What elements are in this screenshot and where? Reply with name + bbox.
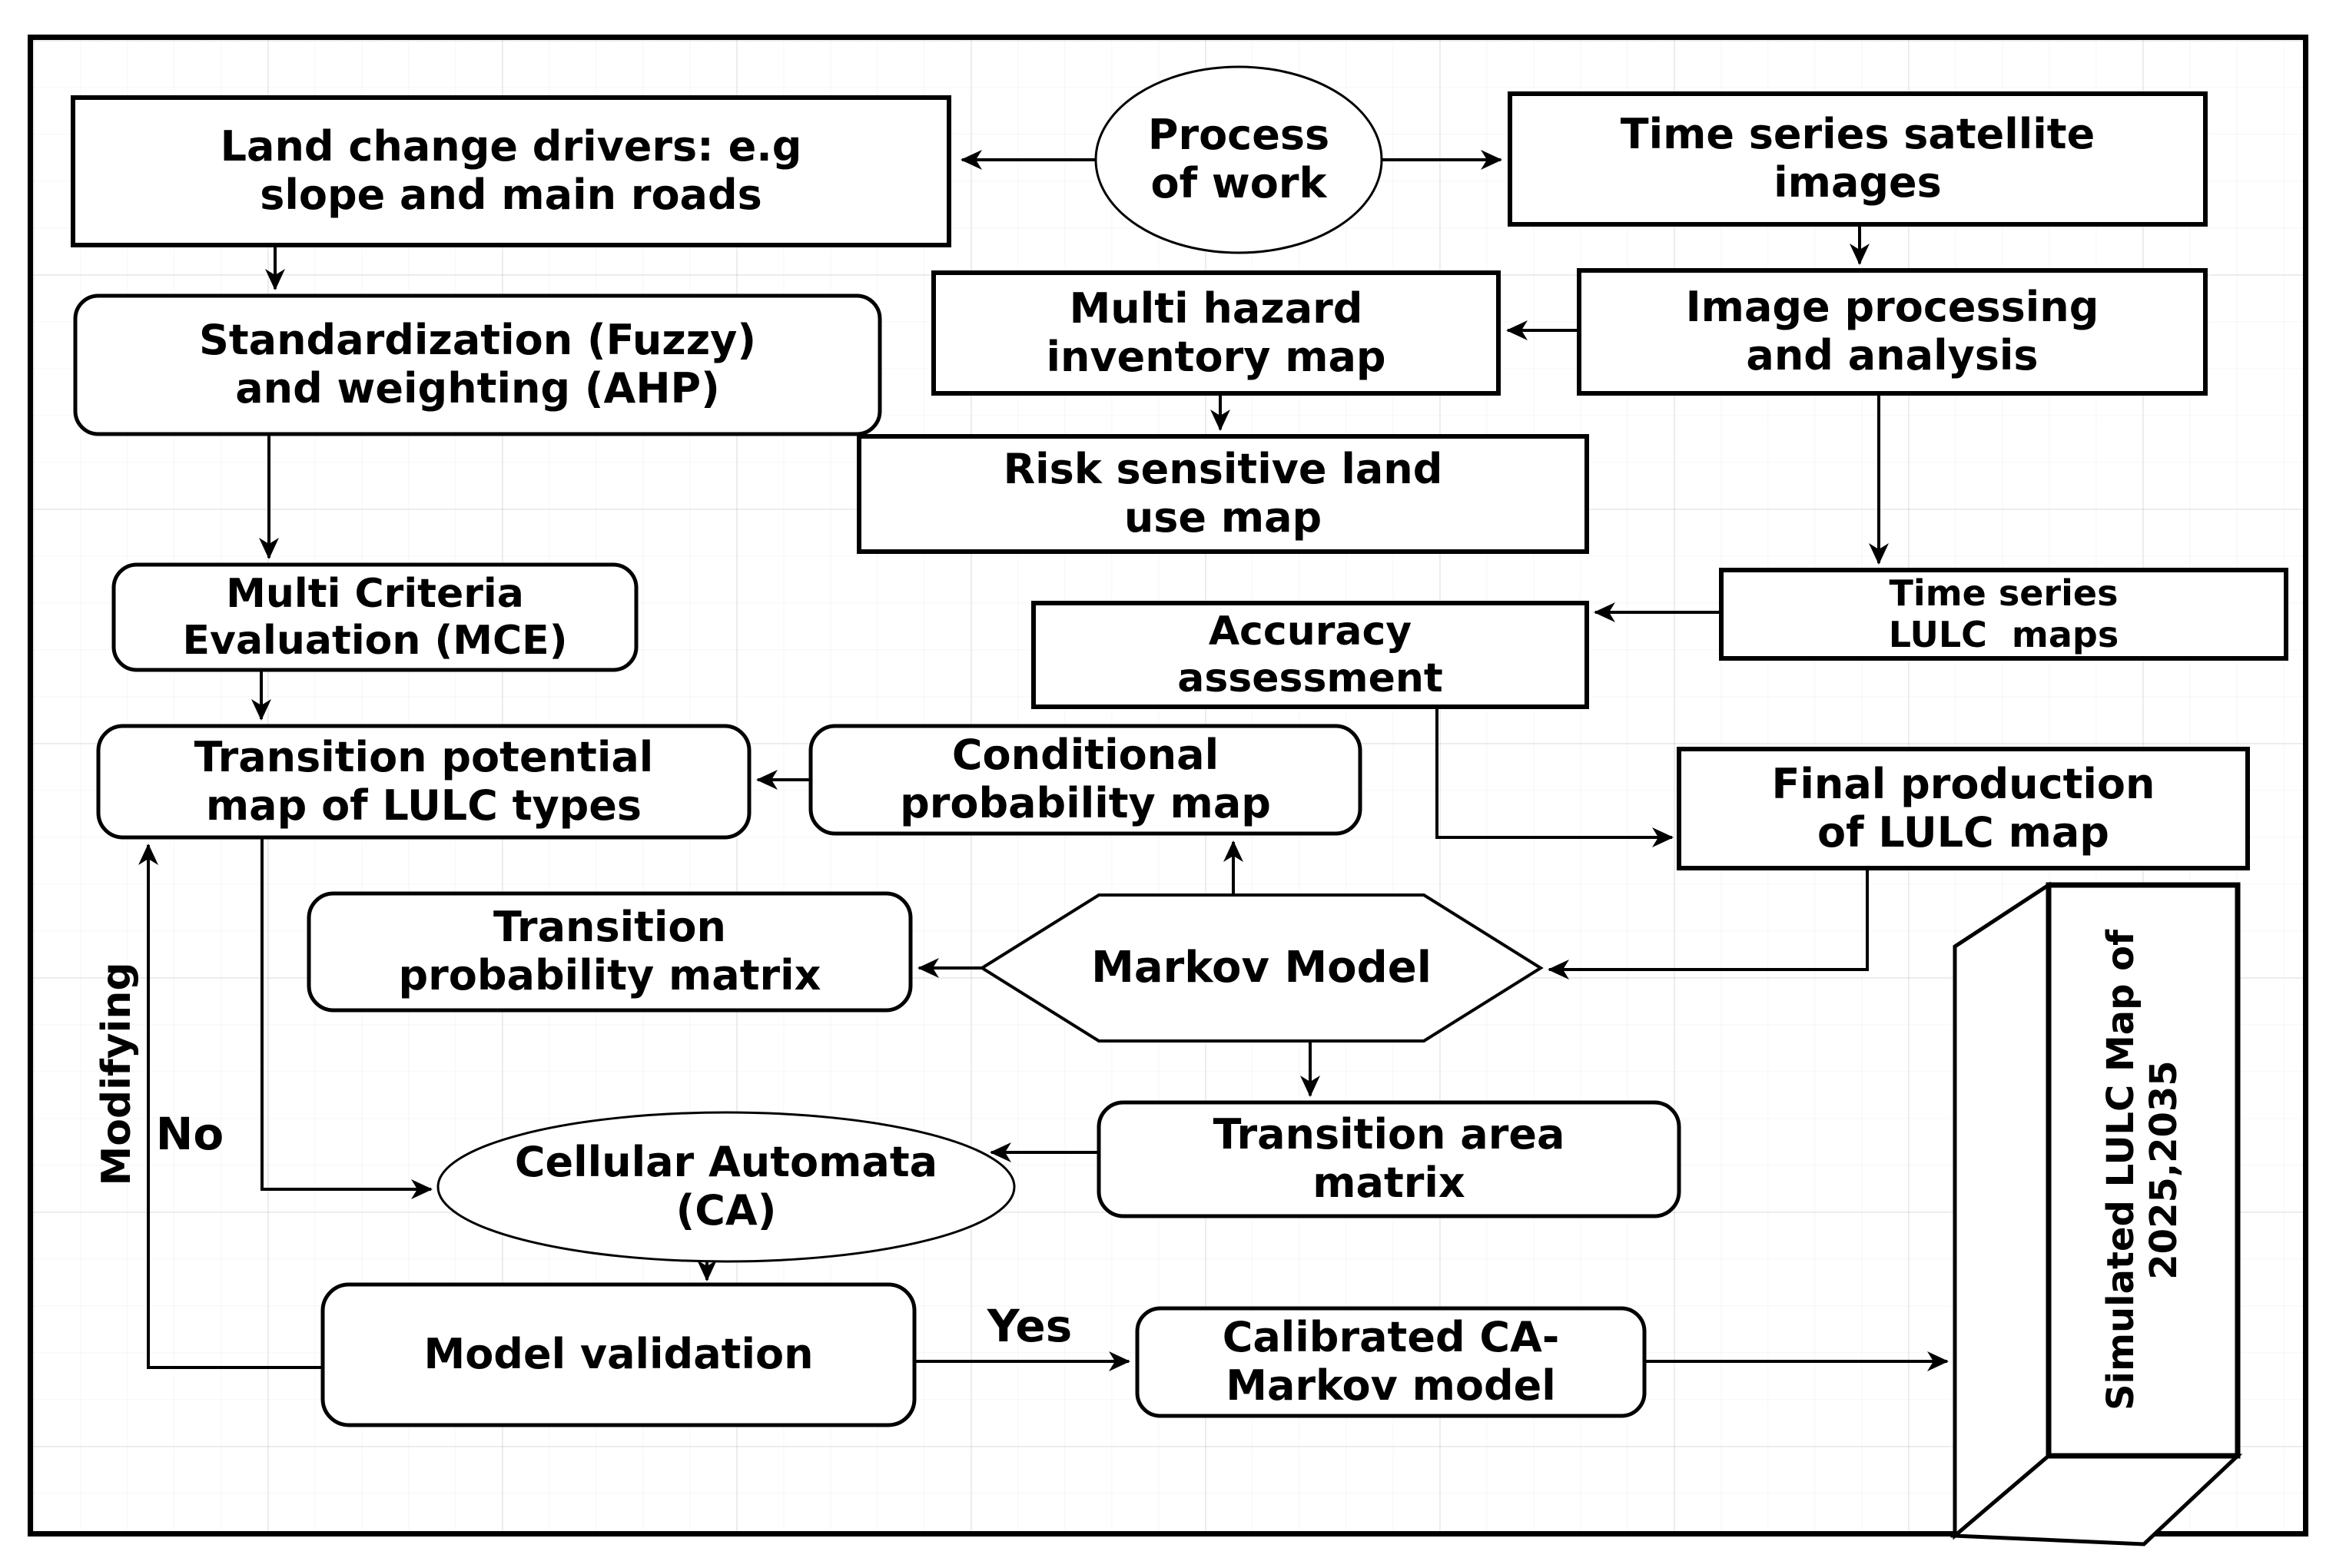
node-risk-sensitive-shape: [857, 434, 1589, 554]
node-transition-probability-matrix-shape: [307, 891, 913, 1013]
connector-no-path: [260, 837, 433, 1199]
sim3d-side-face: [1953, 881, 2051, 1540]
connector-final-production-to-markov: [1548, 868, 1869, 980]
node-simulated-lulc-3d-box: [1949, 881, 2243, 1546]
node-mce-shape: [111, 562, 639, 672]
node-process-of-work-shape: [1094, 65, 1383, 254]
node-standardization-shape: [73, 293, 882, 436]
node-transition-potential-shape: [96, 724, 752, 840]
node-image-processing-shape: [1577, 268, 2208, 396]
connector-accuracy-to-final-production: [1435, 707, 1674, 847]
node-calibrated-ca-markov-shape: [1135, 1306, 1647, 1418]
node-multi-hazard-shape: [931, 270, 1501, 396]
node-conditional-probability-shape: [808, 724, 1362, 836]
node-model-validation-shape: [320, 1282, 917, 1427]
node-markov-model-shape: [979, 893, 1544, 1043]
node-time-series-lulc-shape: [1719, 568, 2288, 661]
node-time-series-satellite-shape: [1508, 91, 2208, 227]
sim3d-front-face: [2046, 882, 2241, 1459]
node-accuracy-shape: [1031, 601, 1589, 709]
connector-modifying-path: [138, 844, 323, 1369]
node-final-production-shape: [1677, 747, 2250, 870]
node-cellular-automata-shape: [436, 1111, 1016, 1263]
node-land-change-drivers-shape: [71, 95, 951, 247]
node-transition-area-matrix-shape: [1097, 1100, 1681, 1218]
